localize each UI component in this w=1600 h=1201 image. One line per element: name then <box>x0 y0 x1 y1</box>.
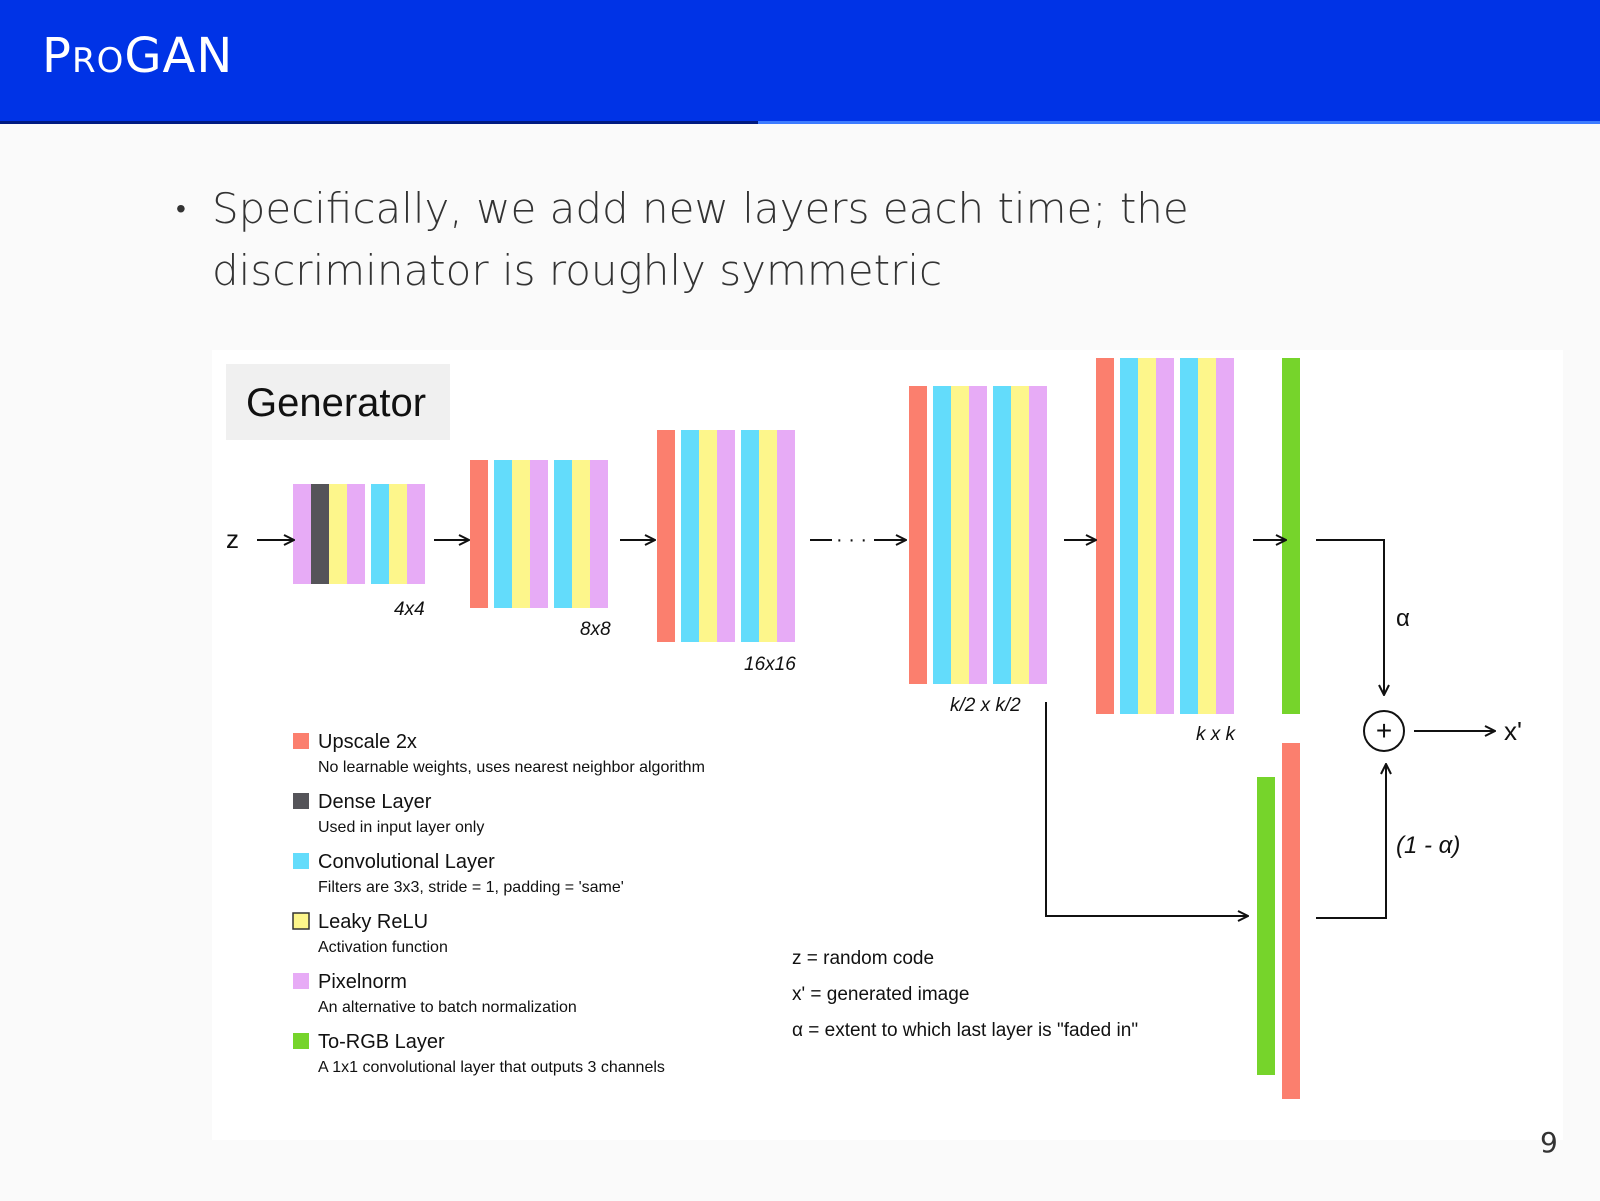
bullet-item: • Specifically, we add new layers each t… <box>176 178 1426 302</box>
progan-generator-figure: Generator z · · · 4x4 8x8 16x16 k/2 x k/… <box>212 350 1563 1140</box>
legend-swatch-conv <box>293 853 309 869</box>
torgb-bar-bypass <box>1257 777 1275 1075</box>
alpha-path <box>1316 539 1384 695</box>
stage-kxk-bar-pixelnorm-4 <box>1156 358 1174 714</box>
stage-4x4-bar-pixelnorm-3 <box>347 484 365 584</box>
stage-k2-bar-pixelnorm-4 <box>969 386 987 684</box>
stage-label-8x8: 8x8 <box>580 619 611 640</box>
stage-8x8-bar-pixelnorm-4 <box>530 460 548 608</box>
header-rule-left <box>0 121 758 124</box>
plus-symbol: + <box>1376 715 1392 746</box>
stage-label-4x4: 4x4 <box>394 599 425 620</box>
generator-title: Generator <box>246 381 426 425</box>
one-minus-alpha-label: (1 - α) <box>1396 832 1460 859</box>
slide-header: ProGAN <box>0 0 1600 122</box>
header-rule-right <box>758 121 1600 124</box>
torgb-bar-main <box>1282 358 1300 714</box>
stage-8x8-bar-leaky-7 <box>572 460 590 608</box>
stage-kxk-bar-leaky-3 <box>1138 358 1156 714</box>
stage-8x8-bar-leaky-3 <box>512 460 530 608</box>
stage-k2-bar-leaky-7 <box>1011 386 1029 684</box>
legend-title-torgb: To-RGB Layer <box>318 1031 445 1053</box>
stage-label-kxk: k x k <box>1196 724 1237 745</box>
bullet-dot: • <box>176 192 186 225</box>
stage-kxk-bar-conv-6 <box>1180 358 1198 714</box>
generator-title-box <box>226 364 450 440</box>
stage-kxk-bar-pixelnorm-8 <box>1216 358 1234 714</box>
legend-swatch-dense <box>293 793 309 809</box>
stage-16x16-bar-pixelnorm-4 <box>717 430 735 642</box>
legend-title-pixelnorm: Pixelnorm <box>318 971 407 993</box>
legend-desc-torgb: A 1x1 convolutional layer that outputs 3… <box>318 1059 665 1076</box>
legend-title-leaky: Leaky ReLU <box>318 911 428 933</box>
stage-label-16x16: 16x16 <box>744 654 796 675</box>
slide-title: ProGAN <box>42 28 234 84</box>
stage-8x8-bar-conv-2 <box>494 460 512 608</box>
stage-16x16-bar-leaky-7 <box>759 430 777 642</box>
legend-desc-dense: Used in input layer only <box>318 819 484 836</box>
legend-swatch-pixelnorm <box>293 973 309 989</box>
stage-k2-bar-pixelnorm-8 <box>1029 386 1047 684</box>
stage-4x4-bar-pixelnorm-7 <box>407 484 425 584</box>
definition-x: x' = generated image <box>792 984 969 1005</box>
one-minus-alpha-path <box>1316 764 1386 919</box>
ellipsis: · · · <box>836 529 867 551</box>
alpha-label: α <box>1396 605 1410 632</box>
legend-desc-pixelnorm: An alternative to batch normalization <box>318 999 577 1016</box>
upscale-bar-bypass <box>1282 743 1300 1099</box>
legend-desc-upscale: No learnable weights, uses nearest neigh… <box>318 759 705 776</box>
stage-8x8-bar-conv-6 <box>554 460 572 608</box>
stage-16x16-bar-upscale-0 <box>657 430 675 642</box>
stage-4x4-bar-dense-1 <box>311 484 329 584</box>
stage-kxk-bar-upscale-0 <box>1096 358 1114 714</box>
legend-title-conv: Convolutional Layer <box>318 851 495 873</box>
stage-16x16-bar-pixelnorm-8 <box>777 430 795 642</box>
stage-4x4-bar-leaky-6 <box>389 484 407 584</box>
stage-4x4-bar-conv-5 <box>371 484 389 584</box>
stage-8x8-bar-upscale-0 <box>470 460 488 608</box>
stage-k2-bar-leaky-3 <box>951 386 969 684</box>
input-z-label: z <box>226 524 239 554</box>
stage-16x16-bar-conv-2 <box>681 430 699 642</box>
definition-alpha: α = extent to which last layer is "faded… <box>792 1020 1138 1041</box>
page-number: 9 <box>1540 1126 1558 1159</box>
legend-title-upscale: Upscale 2x <box>318 731 417 753</box>
layer-bars <box>293 358 1300 1099</box>
stage-4x4-bar-leaky-2 <box>329 484 347 584</box>
stage-k2-bar-conv-6 <box>993 386 1011 684</box>
legend-swatch-upscale <box>293 733 309 749</box>
stage-k2-bar-upscale-0 <box>909 386 927 684</box>
legend-swatch-torgb <box>293 1033 309 1049</box>
legend-desc-leaky: Activation function <box>318 939 448 956</box>
legend-swatch-leaky <box>292 912 310 930</box>
stage-kxk-bar-conv-2 <box>1120 358 1138 714</box>
bypass-path <box>1045 702 1248 916</box>
stage-16x16-bar-conv-6 <box>741 430 759 642</box>
stage-4x4-bar-pixelnorm-0 <box>293 484 311 584</box>
bullet-text: Specifically, we add new layers each tim… <box>212 184 1189 295</box>
generator-diagram: Generator z · · · 4x4 8x8 16x16 k/2 x k/… <box>226 358 1522 1099</box>
stage-16x16-bar-leaky-3 <box>699 430 717 642</box>
sum-node <box>1363 710 1405 752</box>
definition-z: z = random code <box>792 948 934 969</box>
legend-desc-conv: Filters are 3x3, stride = 1, padding = '… <box>318 879 624 896</box>
stage-kxk-bar-leaky-7 <box>1198 358 1216 714</box>
legend-title-dense: Dense Layer <box>318 791 432 813</box>
legend: Upscale 2x No learnable weights, uses nea… <box>292 731 705 1076</box>
stage-label-k2: k/2 x k/2 <box>950 695 1021 716</box>
output-x-label: x' <box>1504 716 1522 746</box>
stage-8x8-bar-pixelnorm-8 <box>590 460 608 608</box>
stage-k2-bar-conv-2 <box>933 386 951 684</box>
